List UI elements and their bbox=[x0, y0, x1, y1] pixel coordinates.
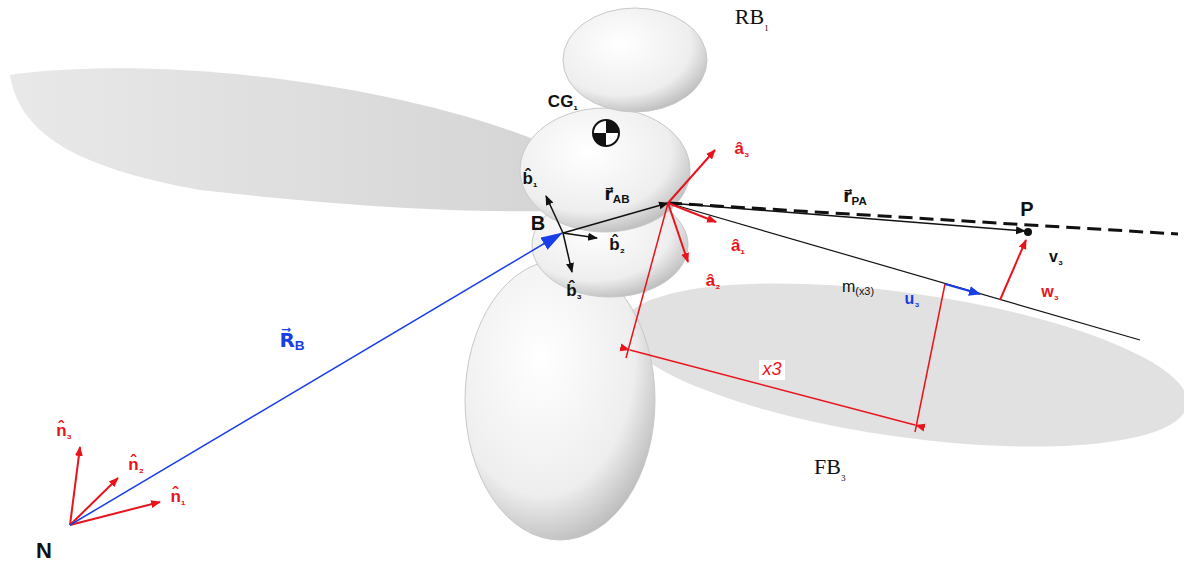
displacement-label: u₃ bbox=[905, 290, 920, 310]
mass-label: m(x3) bbox=[842, 278, 874, 298]
displacement-label: w₃ bbox=[1041, 283, 1058, 303]
vector-label: R⃗B bbox=[279, 329, 304, 354]
unit-vector: n̂₁ bbox=[170, 488, 185, 508]
unit-vector: b̂₁ bbox=[522, 170, 537, 190]
cg-label: CG₁ bbox=[548, 93, 578, 113]
vector-label: r⃗PA bbox=[843, 188, 867, 208]
unit-vector: b̂₃ bbox=[566, 282, 582, 302]
point-label: P bbox=[1020, 198, 1033, 220]
body-name: RB₁ bbox=[735, 5, 770, 31]
unit-vector: n̂₃ bbox=[56, 422, 72, 442]
body-name: FB₃ bbox=[814, 455, 846, 481]
vector-label: r⃗AB bbox=[604, 186, 629, 206]
displacement-label: v₃ bbox=[1049, 248, 1063, 268]
point-label: B bbox=[531, 212, 545, 234]
unit-vector: b̂₂ bbox=[609, 236, 625, 256]
dimension-label: x3 bbox=[759, 360, 784, 380]
frame-label: N bbox=[36, 539, 52, 563]
unit-vector: â₂ bbox=[706, 272, 721, 292]
unit-vector: â₁ bbox=[731, 237, 745, 257]
unit-vector: n̂₂ bbox=[128, 456, 144, 476]
unit-vector: â₃ bbox=[735, 140, 750, 160]
